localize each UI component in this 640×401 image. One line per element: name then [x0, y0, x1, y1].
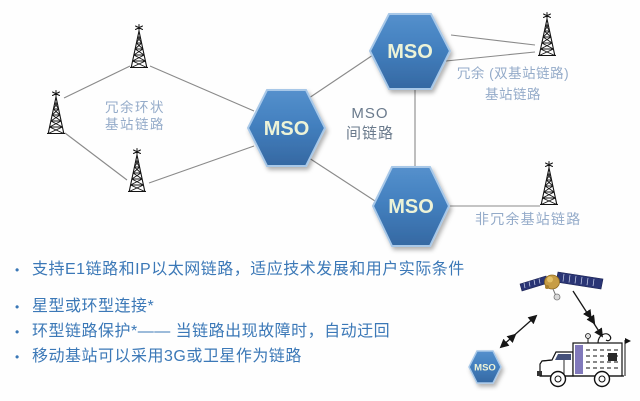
cell-tower-icon	[537, 11, 557, 57]
bullet-dot: •	[15, 300, 20, 314]
mso-nodes: MSO MSO MSO	[246, 13, 452, 247]
bullet-text: 环型链路保护*—— 当链路出现故障时，自动迂回	[32, 323, 391, 340]
mso-bottom-right-label: MSO	[388, 196, 434, 218]
link-line	[149, 65, 255, 112]
mso-center-label: MSO	[264, 118, 310, 140]
dual-link-line-1	[450, 34, 536, 46]
bullet-item: • 支持E1链路和IP以太网链路，适应技术发展和用户实际条件	[15, 261, 540, 279]
mso-center-hexagon	[246, 89, 327, 167]
bullet-item: • 星型或环型连接*	[15, 298, 540, 316]
bullet-list: • 支持E1链路和IP以太网链路，适应技术发展和用户实际条件 • 星型或环型连接…	[15, 261, 540, 366]
link-lines	[63, 34, 540, 207]
comm-truck-icon	[537, 333, 631, 388]
bullet-dot: •	[15, 325, 20, 339]
mso-mobile-hexagon	[468, 350, 502, 384]
link-line	[64, 132, 128, 181]
cell-tower-icon	[539, 160, 559, 206]
label-inter-mso-link: MSO 间链路	[338, 104, 402, 143]
label-non-redundant-link: 非冗余基站链路	[475, 209, 581, 229]
label-line: 非冗余基站链路	[475, 211, 582, 227]
bullet-dot: •	[15, 350, 20, 364]
mso-mobile-label: MSO	[474, 363, 496, 374]
label-line: 冗余环状	[105, 100, 165, 115]
label-redundant-ring-link: 冗余环状 基站链路	[105, 100, 185, 133]
label-line: MSO	[351, 105, 389, 122]
bullet-text: 移动基站可以采用3G或卫星作为链路	[32, 348, 302, 365]
mso-bottom-right-hexagon	[371, 166, 451, 247]
label-redundant-dual-link: 冗余 (双基站链路) 基站链路	[448, 63, 578, 105]
cell-tower-icon	[127, 147, 147, 193]
label-line: 基站链路	[485, 87, 541, 102]
mobile-base-station-illustration: MSO	[468, 271, 631, 388]
label-line: 冗余 (双基站链路)	[456, 66, 570, 81]
satellite-to-truck-arrow	[572, 290, 603, 338]
satellite-icon	[519, 271, 604, 301]
link-line	[308, 157, 376, 202]
cell-tower-icon	[46, 89, 66, 135]
bullet-item: • 移动基站可以采用3G或卫星作为链路	[15, 348, 540, 366]
dual-link-line-2	[445, 51, 536, 62]
cell-tower-icon	[129, 23, 149, 69]
mso-top-right-hexagon	[368, 13, 452, 90]
bullet-text: 星型或环型连接*	[32, 298, 155, 315]
mso-top-right-label: MSO	[387, 41, 433, 63]
label-line: 基站链路	[105, 116, 165, 132]
link-line	[63, 65, 131, 99]
bullet-item: • 环型链路保护*—— 当链路出现故障时，自动迂回	[15, 323, 540, 341]
link-line	[148, 145, 255, 184]
link-line	[308, 54, 374, 99]
bullet-text: 支持E1链路和IP以太网链路，适应技术发展和用户实际条件	[32, 261, 465, 278]
label-line: 间链路	[345, 124, 394, 142]
satellite-link-arrows	[499, 290, 603, 349]
bullet-dot: •	[15, 263, 20, 277]
